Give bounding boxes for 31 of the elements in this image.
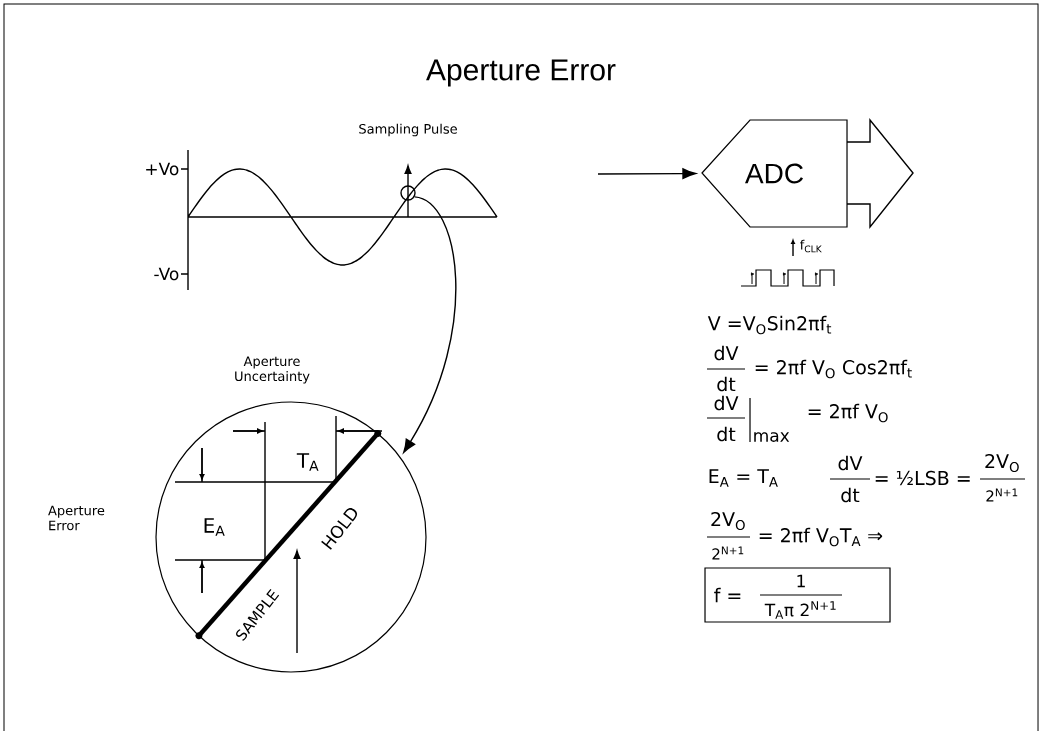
- numerator: 2V$_{O}$: [985, 453, 1019, 473]
- numerator: dV: [838, 455, 863, 471]
- dimension-label: E$_{A}$: [204, 518, 225, 536]
- equation: f =: [714, 587, 741, 603]
- equation: E$_{A}$ = T$_{A}$: [709, 469, 778, 487]
- adc-block: ADC: [701, 119, 848, 228]
- title: Aperture Error: [426, 59, 616, 87]
- equation: = 2πf V$_{O}$: [808, 403, 888, 423]
- tick-label: -Vo: [154, 267, 179, 281]
- equation: = 2πf V$_{O}$ Cos2πf$_{t}$: [755, 359, 912, 379]
- numerator: 2V$_{O}$: [711, 511, 745, 531]
- denominator: dt: [717, 426, 736, 442]
- numerator: 1: [797, 574, 805, 588]
- denominator: dt: [717, 376, 736, 392]
- equation: V =V$_{O}$Sin2πf$_{t}$: [707, 315, 832, 335]
- sample-point-circle: [400, 185, 416, 201]
- subscript-label: max: [754, 432, 790, 442]
- denominator: T$_{A}$π 2$^{N+1}$: [764, 601, 836, 619]
- numerator: dV: [714, 345, 739, 361]
- equation: = 2πf V$_{O}$T$_{A}$ ⇒: [759, 527, 883, 547]
- denominator: dt: [841, 487, 860, 503]
- dimension-label: T$_{A}$: [296, 453, 319, 471]
- denominator: 2$^{N+1}$: [986, 488, 1018, 502]
- arrow: [597, 168, 697, 180]
- numerator: dV: [714, 395, 739, 411]
- tick-label: +Vo: [146, 162, 179, 176]
- arrow: [403, 196, 457, 453]
- annotation-label: Aperture Error: [48, 505, 105, 531]
- denominator: 2$^{N+1}$: [712, 546, 744, 560]
- equation: = ½LSB =: [875, 470, 970, 486]
- magnified-view-circle: [155, 401, 427, 673]
